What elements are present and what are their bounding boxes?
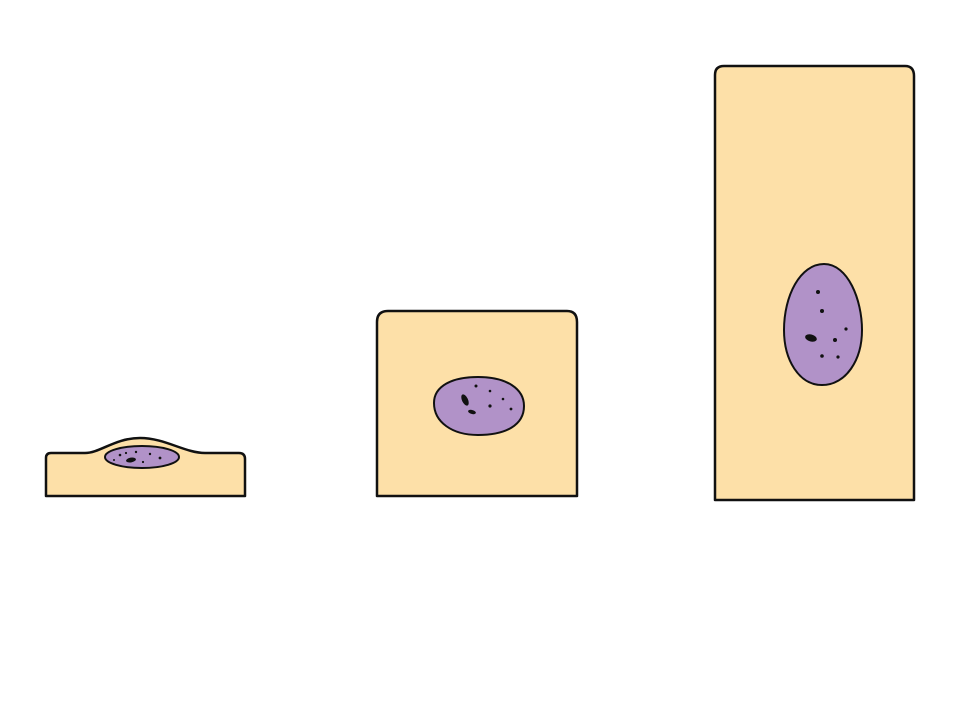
columnar-cell <box>713 64 916 502</box>
squamous-cell-chromatin <box>113 450 162 464</box>
squamous-cell <box>44 436 247 498</box>
cuboidal-cell <box>375 309 579 498</box>
cuboidal-cell-nucleus <box>432 375 526 437</box>
columnar-cell-nucleus <box>782 262 864 387</box>
cuboidal-cell-chromatin <box>461 384 513 415</box>
columnar-cell-chromatin <box>805 290 848 359</box>
squamous-cell-nucleus <box>104 445 180 469</box>
